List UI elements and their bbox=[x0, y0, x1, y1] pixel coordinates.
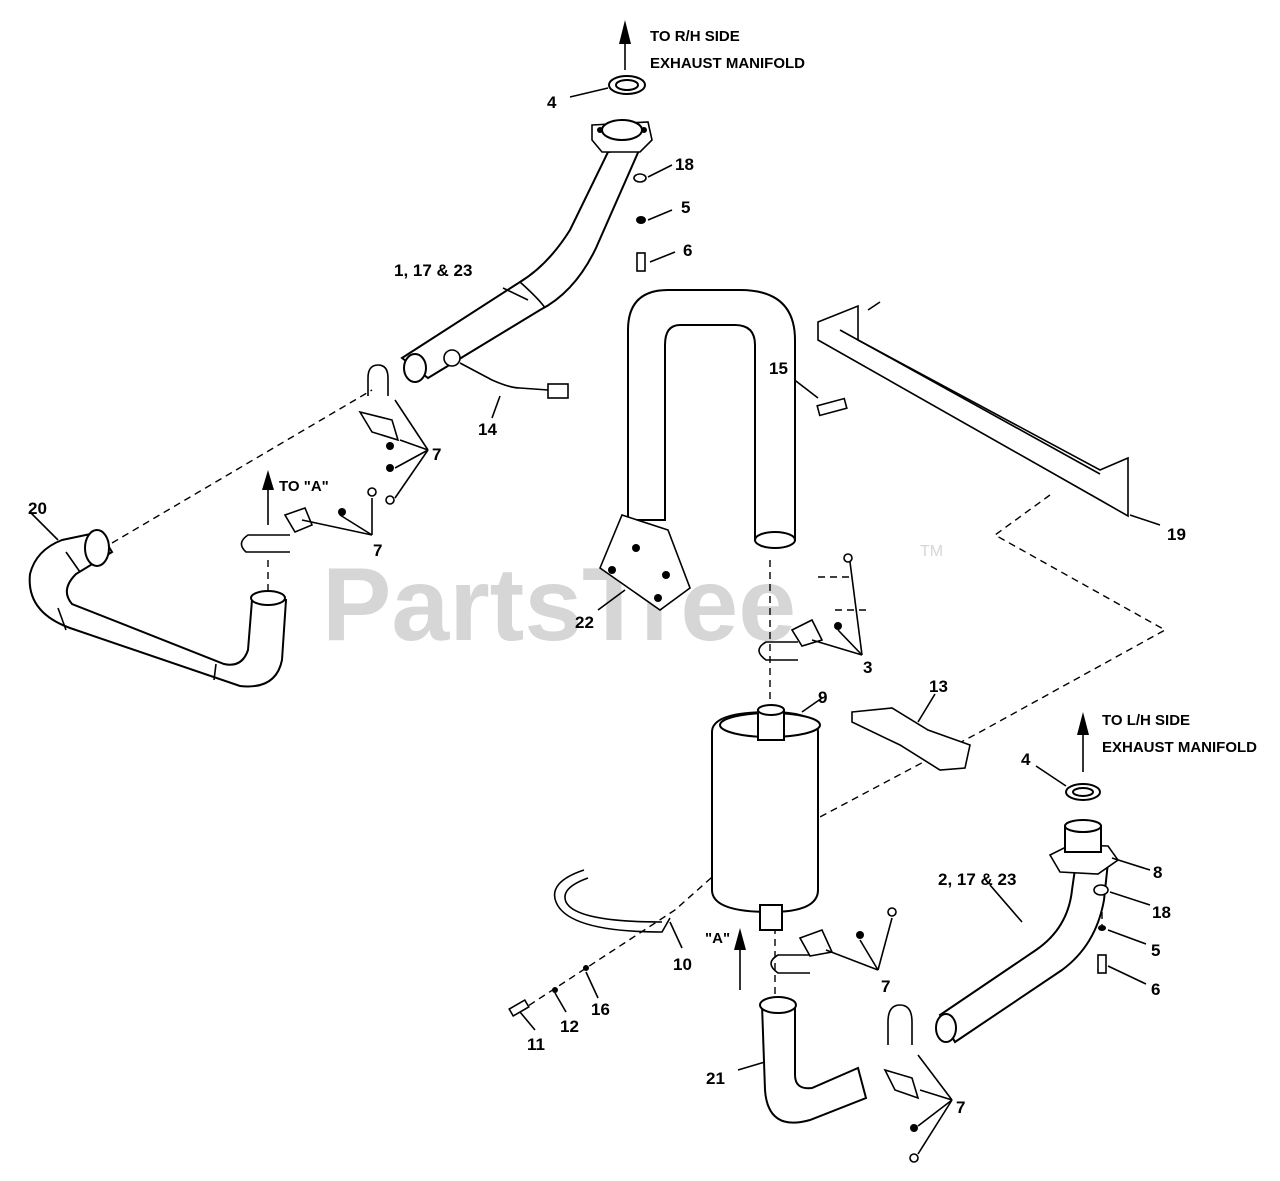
callout-11: 11 bbox=[527, 1035, 545, 1054]
u-clamp-bottom bbox=[883, 1004, 953, 1163]
callout-9: 9 bbox=[818, 688, 827, 707]
pipe-20 bbox=[28, 511, 288, 688]
bolt-15 bbox=[791, 377, 848, 417]
callout-2-17-23: 2, 17 & 23 bbox=[938, 870, 1016, 889]
arrow-to-lh bbox=[1077, 712, 1089, 772]
callout-7-left-lower: 7 bbox=[373, 541, 382, 560]
note-to-rh-line2: EXHAUST MANIFOLD bbox=[650, 55, 805, 72]
arrow-a-ref bbox=[734, 928, 746, 990]
callout-10: 10 bbox=[673, 955, 692, 974]
callout-7-left-upper: 7 bbox=[432, 445, 441, 464]
callout-6-top: 6 bbox=[683, 241, 692, 260]
callout-1-17-23: 1, 17 & 23 bbox=[394, 261, 472, 280]
u-clamp-left-lower bbox=[240, 470, 377, 553]
callout-16: 16 bbox=[591, 1000, 610, 1019]
callout-3: 3 bbox=[863, 658, 872, 677]
callout-7-center: 7 bbox=[881, 977, 890, 996]
callout-8: 8 bbox=[1153, 863, 1162, 882]
rh-exhaust-pipe bbox=[400, 75, 653, 383]
u-clamp-center bbox=[770, 907, 897, 974]
callout-7-bottom: 7 bbox=[956, 1098, 965, 1117]
callout-6-right: 6 bbox=[1151, 980, 1160, 999]
strap-10 bbox=[553, 869, 683, 949]
callout-5-top: 5 bbox=[681, 198, 690, 217]
callout-18-right: 18 bbox=[1152, 903, 1171, 922]
heat-shield-13 bbox=[851, 693, 971, 771]
top-hardware bbox=[502, 87, 676, 301]
note-to-a: TO "A" bbox=[279, 478, 329, 495]
callout-4-right: 4 bbox=[1021, 750, 1031, 769]
callout-15: 15 bbox=[769, 359, 788, 378]
note-to-lh-line1: TO L/H SIDE bbox=[1102, 712, 1190, 729]
callout-13: 13 bbox=[929, 677, 948, 696]
watermark: PartsTree TM bbox=[322, 543, 943, 663]
pipe-21 bbox=[737, 996, 868, 1124]
frame-bracket-19 bbox=[817, 301, 1161, 526]
note-to-lh-line2: EXHAUST MANIFOLD bbox=[1102, 739, 1257, 756]
muffler-9 bbox=[711, 697, 823, 931]
callout-21: 21 bbox=[706, 1069, 725, 1088]
callout-22: 22 bbox=[575, 613, 594, 632]
callout-5-right: 5 bbox=[1151, 941, 1160, 960]
watermark-trademark: TM bbox=[920, 543, 943, 560]
fasteners-11-12-16 bbox=[508, 965, 599, 1031]
lh-exhaust-pipe bbox=[935, 765, 1151, 1044]
oxygen-sensor bbox=[443, 349, 569, 419]
arrow-to-rh bbox=[619, 20, 631, 70]
u-clamp-3 bbox=[758, 553, 863, 661]
callout-14: 14 bbox=[478, 420, 497, 439]
callout-12: 12 bbox=[560, 1017, 579, 1036]
callout-4-top: 4 bbox=[547, 93, 557, 112]
callout-19: 19 bbox=[1167, 525, 1186, 544]
right-hardware bbox=[1093, 884, 1151, 985]
u-clamp-left-upper bbox=[358, 364, 429, 505]
watermark-brand: PartsTree bbox=[322, 547, 796, 663]
callout-20: 20 bbox=[28, 499, 47, 518]
note-a-ref: "A" bbox=[705, 930, 730, 947]
crossover-pipe bbox=[597, 289, 796, 611]
note-to-rh-line1: TO R/H SIDE bbox=[650, 28, 740, 45]
callout-18-top: 18 bbox=[675, 155, 694, 174]
